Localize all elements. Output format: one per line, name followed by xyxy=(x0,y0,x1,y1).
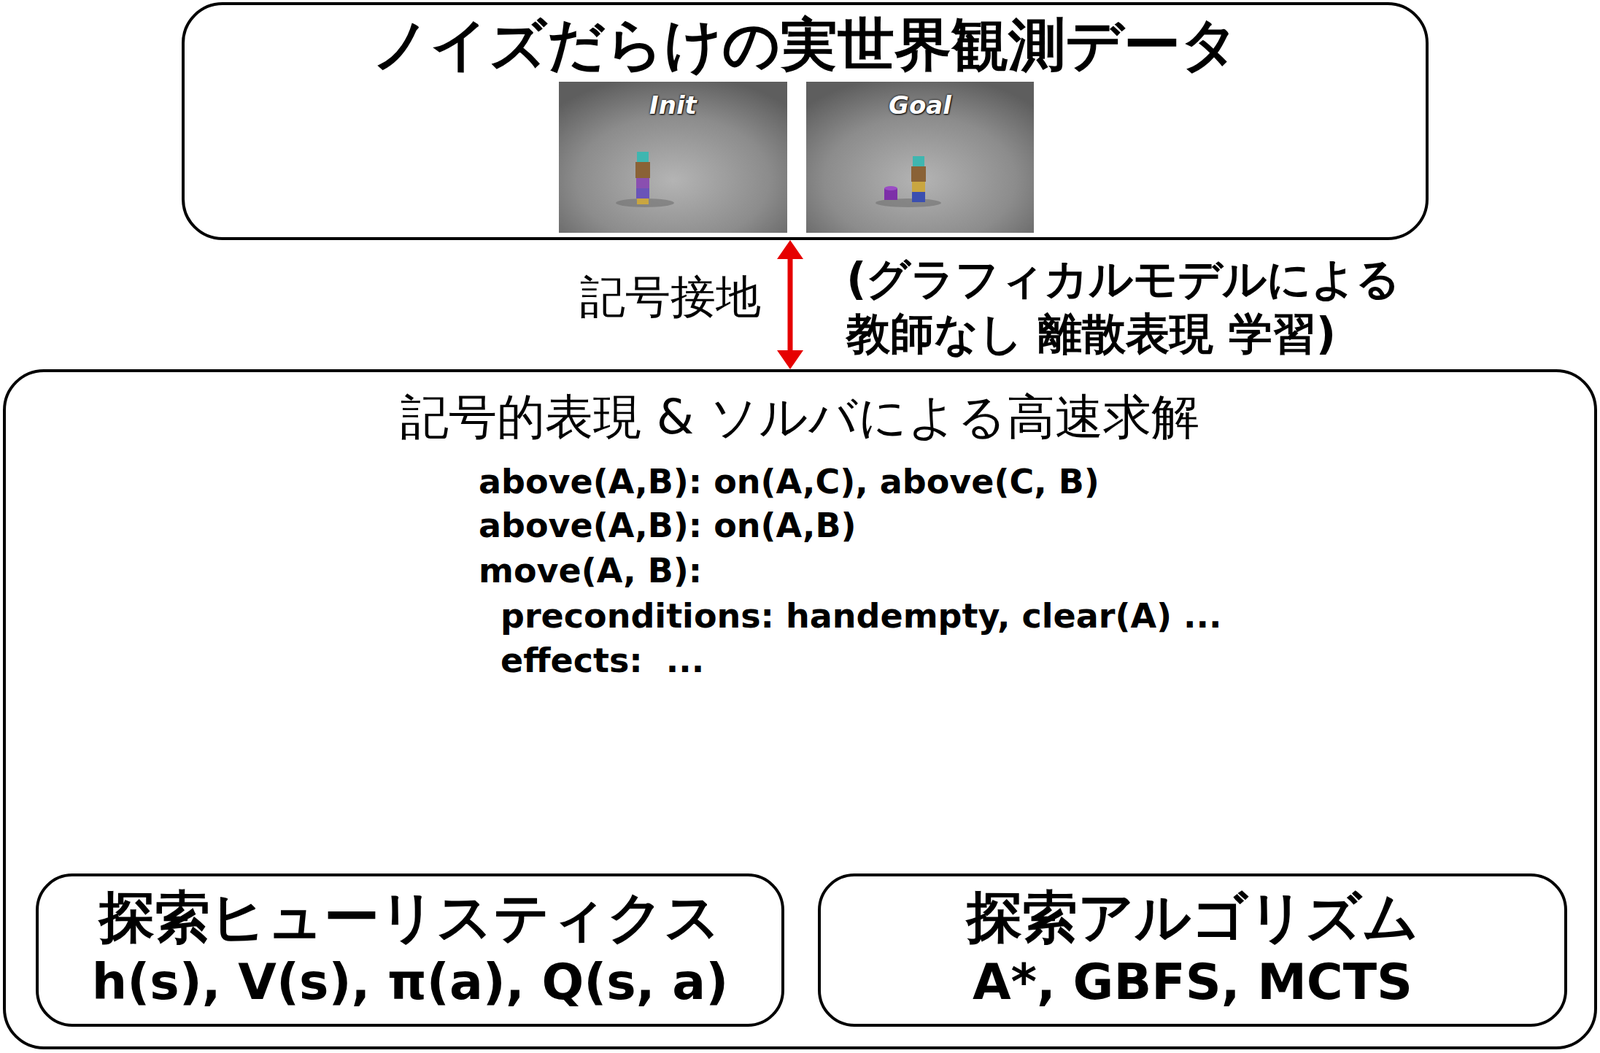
code-line: move(A, B): xyxy=(478,549,702,594)
image-label: Goal xyxy=(806,90,1034,121)
goal-image xyxy=(806,81,1034,233)
box-body: h(s), V(s), π(a), Q(s, a) xyxy=(45,952,775,1012)
arrow-shaft xyxy=(787,257,794,352)
arrow-head xyxy=(777,240,804,260)
grounding-arrow xyxy=(777,240,804,370)
solver-panel: 記号的表現 & ソルバによる高速求解 above(A,B): on(A,C), a… xyxy=(2,369,1598,1050)
box-title: 探索アルゴリズム xyxy=(828,883,1557,950)
arrow-head xyxy=(777,350,804,370)
code-line: above(A,B): on(A,C), above(C, B) xyxy=(478,460,1100,505)
box-title: 探索ヒューリスティクス xyxy=(45,883,775,950)
method-note: (グラフィカルモデルによる 教師なし 離散表現 学習) xyxy=(846,251,1438,362)
code-line: preconditions: handempty, clear(A) ... xyxy=(500,594,1222,639)
heuristics-box: 探索ヒューリスティクスh(s), V(s), π(a), Q(s, a) xyxy=(35,873,785,1027)
algorithm-box: 探索アルゴリズムA*, GBFS, MCTS xyxy=(817,873,1568,1027)
image-label: Init xyxy=(558,90,788,121)
code-line: effects: ... xyxy=(500,639,705,683)
box-body: A*, GBFS, MCTS xyxy=(828,952,1557,1012)
observation-box: ノイズだらけの実世界観測データ xyxy=(181,2,1429,241)
panel-title: 記号的表現 & ソルバによる高速求解 xyxy=(13,388,1587,446)
code-line: above(A,B): on(A,B) xyxy=(478,504,857,548)
edge-label: 記号接地 xyxy=(580,269,761,324)
box-title: ノイズだらけの実世界観測データ xyxy=(191,10,1419,80)
init-image xyxy=(558,81,788,233)
